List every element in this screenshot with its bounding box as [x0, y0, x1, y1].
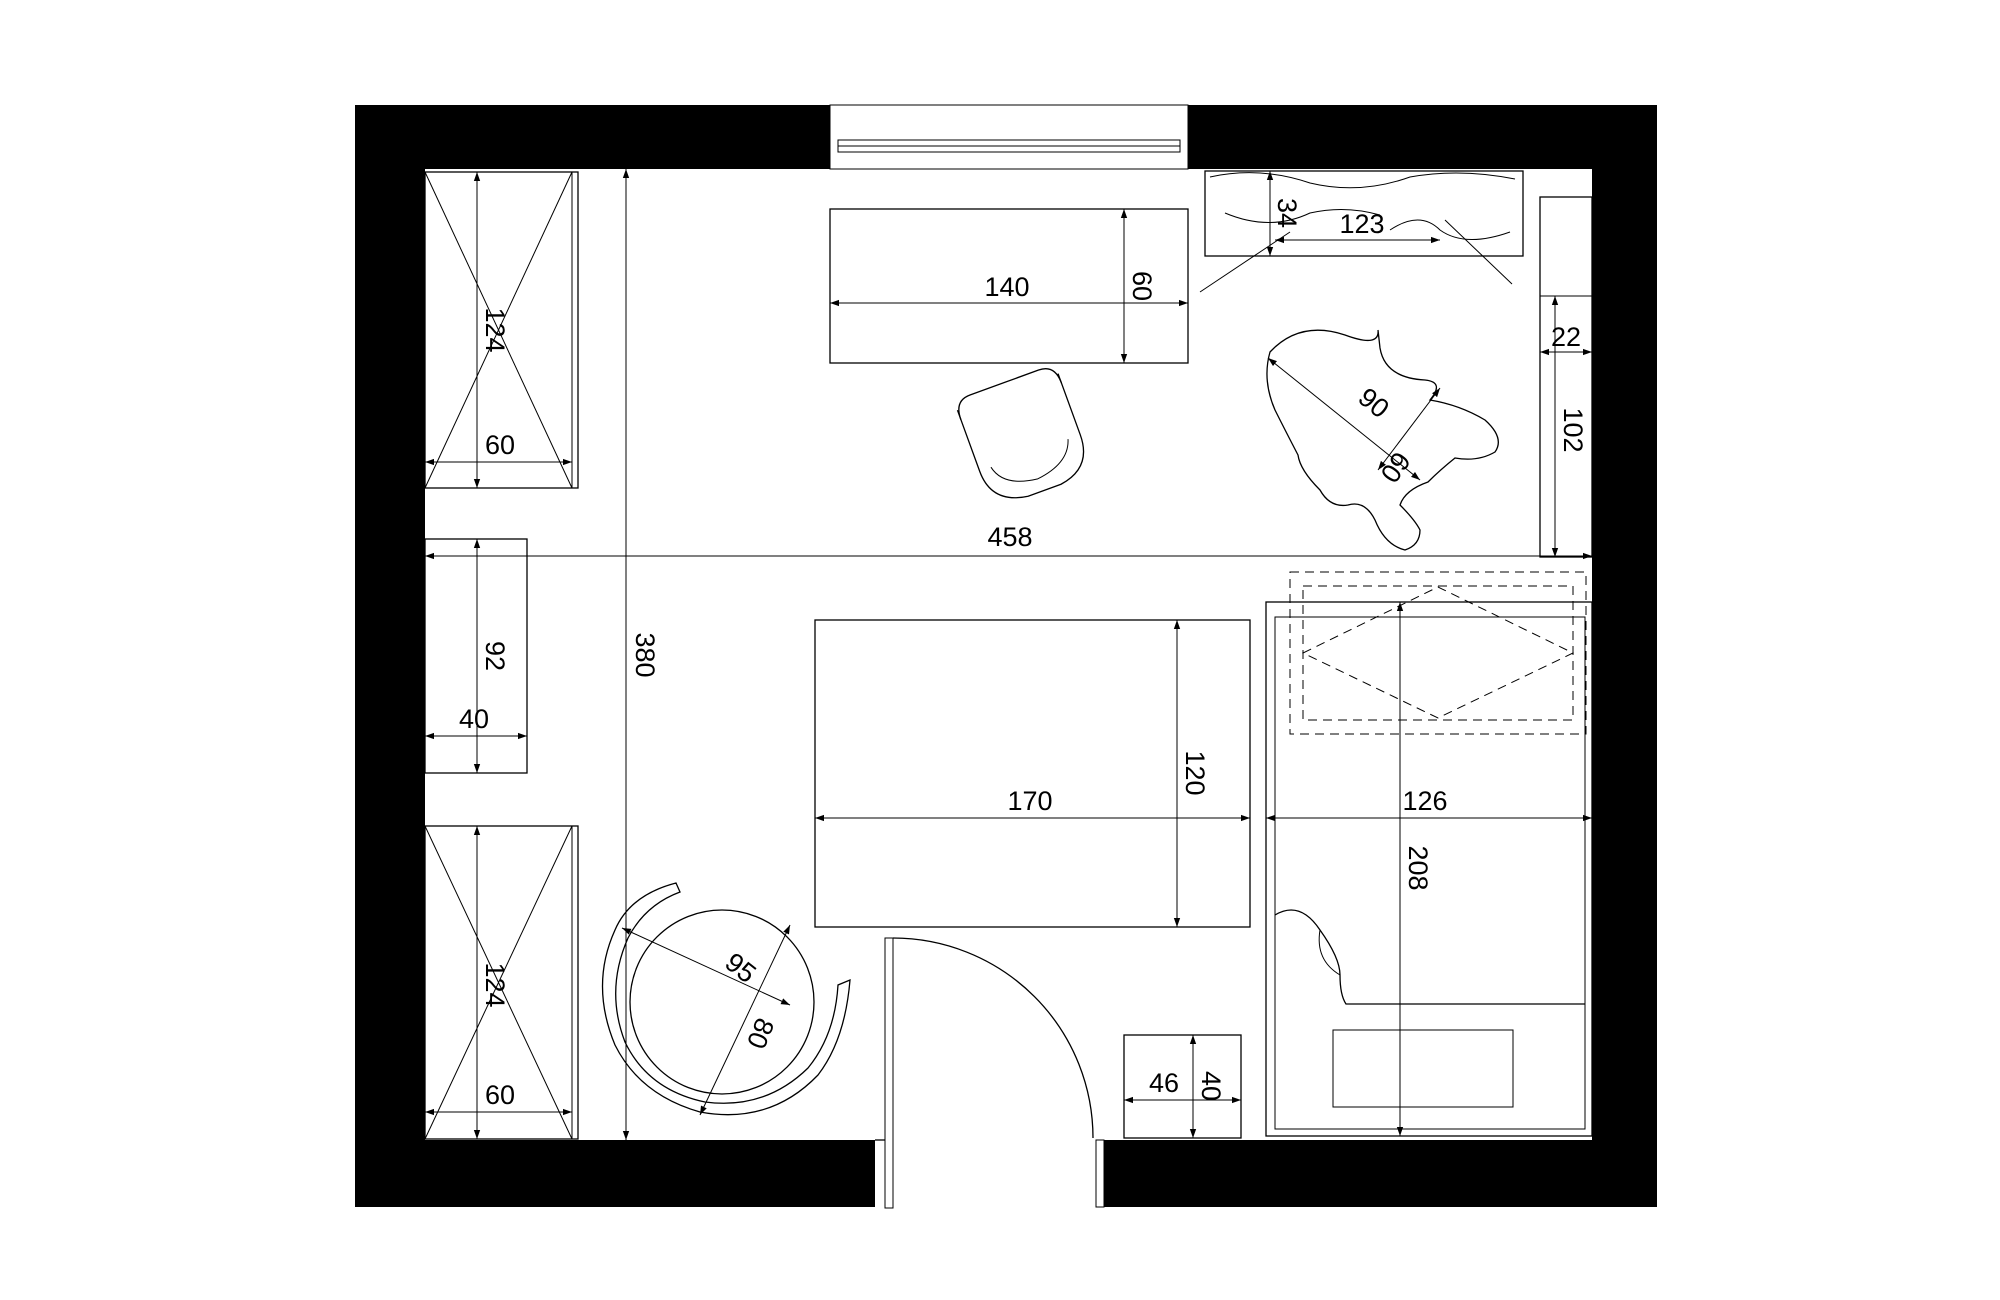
bed-length-label: 208 — [1403, 845, 1433, 890]
pouf: 90 60 — [1266, 329, 1499, 551]
pouf-length-label: 90 — [1353, 382, 1395, 424]
wardrobe-top-depth-label: 124 — [480, 307, 510, 352]
radiator-depth-label: 34 — [1272, 198, 1302, 228]
nightstand-depth-label: 40 — [1196, 1071, 1226, 1101]
wardrobe-bottom-depth-label: 124 — [480, 962, 510, 1007]
wardrobe-top: 124 60 — [424, 171, 579, 489]
round-chair-depth-label: 80 — [741, 1014, 780, 1053]
bed: 126 208 — [1265, 571, 1593, 1137]
round-armchair: 95 80 — [601, 882, 851, 1116]
desk: 140 60 — [829, 208, 1189, 364]
side-cabinet-width-label: 102 — [1558, 407, 1588, 452]
shelf-width-label: 40 — [459, 704, 489, 734]
rug-depth-label: 120 — [1180, 750, 1210, 795]
side-cabinet: 22 102 — [1539, 196, 1593, 558]
bed-width-label: 126 — [1402, 786, 1447, 816]
wardrobe-bottom-width-label: 60 — [485, 1080, 515, 1110]
nightstand-width-label: 46 — [1149, 1068, 1179, 1098]
wardrobe-top-width-label: 60 — [485, 430, 515, 460]
wall-right — [1592, 105, 1657, 1207]
wall-bottom-left — [355, 1140, 875, 1207]
center-rug: 170 120 — [814, 619, 1251, 928]
walls — [355, 105, 1657, 1207]
room-width-dimension: 458 — [425, 522, 1592, 560]
shelf: 92 40 — [424, 538, 528, 774]
rug-width-label: 170 — [1007, 786, 1052, 816]
wardrobe-bottom: 124 60 — [424, 825, 579, 1140]
door — [875, 937, 1105, 1209]
radiator: 34 123 — [1199, 170, 1524, 293]
desk-chair — [956, 368, 1085, 499]
room-width-label: 458 — [987, 522, 1032, 552]
desk-depth-label: 60 — [1127, 271, 1157, 301]
nightstand: 46 40 — [1123, 1034, 1242, 1139]
radiator-width-label: 123 — [1339, 209, 1384, 239]
room-depth-dimension: 380 — [622, 169, 660, 1140]
wall-top-right — [1188, 105, 1657, 169]
shelf-depth-label: 92 — [480, 641, 510, 671]
round-chair-width-label: 95 — [719, 947, 761, 989]
window — [829, 104, 1189, 170]
room-depth-label: 380 — [630, 632, 660, 677]
pouf-width-label: 60 — [1374, 446, 1416, 488]
wall-bottom-right — [1104, 1140, 1657, 1207]
desk-width-label: 140 — [984, 272, 1029, 302]
wall-left — [355, 105, 425, 1207]
wall-top-left — [355, 105, 830, 169]
